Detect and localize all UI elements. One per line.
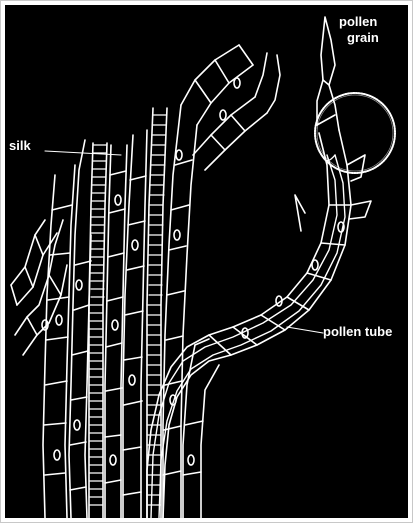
silk-label: silk [9,139,31,153]
pollen-tube-label: pollen tube [323,325,392,339]
pollen-grain-label-line2: grain [347,31,379,45]
silk-tissue [11,45,280,518]
pollen-germination-illustration [5,5,408,518]
diagram-panel: pollen grain silk pollen tube [5,5,408,518]
pollen-tube-leader-line [287,327,323,333]
pollen-grain-label-line1: pollen [339,15,377,29]
